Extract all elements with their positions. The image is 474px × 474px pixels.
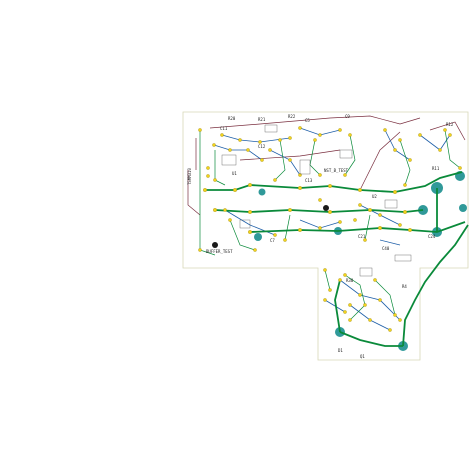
label-u2: U2 bbox=[372, 194, 377, 199]
label-c9: C9 bbox=[345, 114, 350, 119]
label-nst-b-test: NST_B_TEST bbox=[324, 168, 349, 173]
maroon-traces bbox=[187, 115, 466, 216]
label-c21: C21 bbox=[358, 234, 366, 239]
label-buffer-test: BUFFER_TEST bbox=[206, 249, 233, 254]
label-r11: R11 bbox=[432, 166, 440, 171]
label-c7: C7 bbox=[270, 238, 275, 243]
label-r30: R30 bbox=[346, 278, 354, 283]
pads bbox=[198, 126, 462, 332]
label-r20: R20 bbox=[228, 116, 236, 121]
label-c40: C40 bbox=[382, 246, 390, 251]
label-c11: C11 bbox=[220, 126, 228, 131]
component-outlines bbox=[221, 124, 412, 277]
label-c5: C5 bbox=[305, 118, 310, 123]
label-d1: D1 bbox=[338, 348, 343, 353]
buffer-test-point bbox=[212, 242, 218, 248]
blue-traces bbox=[213, 127, 451, 331]
label-q1: Q1 bbox=[360, 354, 365, 359]
label-r21: R21 bbox=[258, 117, 266, 122]
label-vertical: TSMM310 bbox=[187, 168, 192, 185]
test-points bbox=[212, 205, 329, 248]
label-r12: R12 bbox=[446, 122, 454, 127]
nst-b-test-point bbox=[323, 205, 329, 211]
label-r22: R22 bbox=[288, 114, 296, 119]
copper-zones bbox=[254, 171, 467, 351]
label-c12: C12 bbox=[258, 144, 266, 149]
board-outline bbox=[182, 111, 469, 361]
green-traces bbox=[205, 171, 469, 347]
label-c24: C24 bbox=[428, 234, 436, 239]
label-r4: R4 bbox=[402, 284, 407, 289]
label-u1: U1 bbox=[232, 171, 237, 176]
label-c13: C13 bbox=[305, 178, 313, 183]
